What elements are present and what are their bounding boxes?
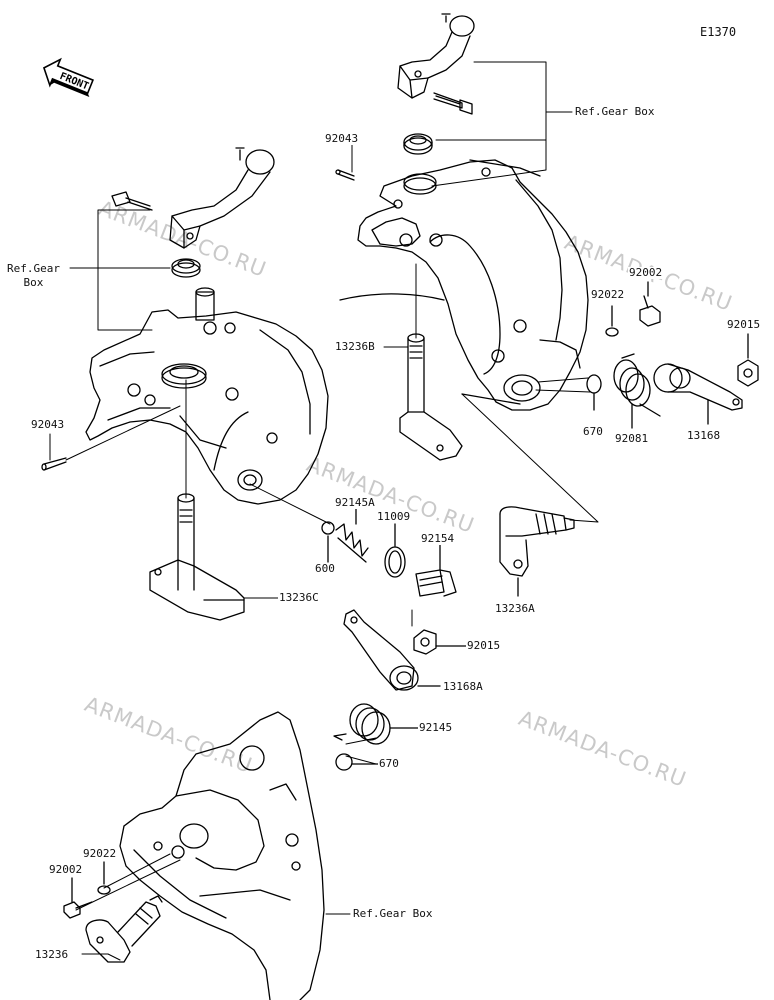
label-92002-right[interactable]: 92002 bbox=[628, 266, 664, 279]
label-92002-bottom[interactable]: 92002 bbox=[48, 863, 84, 876]
label-13236A[interactable]: 13236A bbox=[494, 602, 536, 615]
circlip-670-mid bbox=[335, 753, 379, 771]
lever-13168 bbox=[653, 363, 743, 425]
label-92022-right[interactable]: 92022 bbox=[590, 288, 626, 301]
label-92015-right[interactable]: 92015 bbox=[726, 318, 762, 331]
shaft-13236B bbox=[399, 333, 463, 461]
seal-top bbox=[403, 133, 433, 155]
pitman-arm-top bbox=[397, 13, 475, 99]
label-92145A[interactable]: 92145A bbox=[334, 496, 376, 509]
label-600[interactable]: 600 bbox=[314, 562, 336, 575]
leader-lines-left bbox=[49, 209, 331, 599]
bolt-left bbox=[111, 191, 153, 211]
front-arrow-icon: FRONT bbox=[42, 57, 94, 98]
label-13236[interactable]: 13236 bbox=[34, 948, 70, 961]
spring-92145 bbox=[333, 703, 419, 745]
gearbox-housing-bottom bbox=[119, 711, 325, 1000]
gearbox-housing-upper-right bbox=[339, 159, 589, 411]
seal-left bbox=[171, 258, 201, 278]
label-92043-left[interactable]: 92043 bbox=[30, 418, 66, 431]
label-92154[interactable]: 92154 bbox=[420, 532, 456, 545]
hardware-bottom bbox=[63, 861, 111, 919]
label-13168A[interactable]: 13168A bbox=[442, 680, 484, 693]
label-13236B[interactable]: 13236B bbox=[334, 340, 376, 353]
nut-92015-mid bbox=[413, 629, 467, 655]
lever-13236 bbox=[85, 895, 163, 963]
leader-lines-upper bbox=[351, 61, 599, 523]
bolt-top bbox=[433, 92, 473, 115]
lever-13168A bbox=[343, 609, 441, 691]
label-ref-gear-box-bottom[interactable]: Ref.Gear Box bbox=[352, 907, 434, 920]
label-13168[interactable]: 13168 bbox=[686, 429, 722, 442]
label-ref-gear-box-top[interactable]: Ref.Gear Box bbox=[574, 105, 656, 118]
lever-13236A bbox=[499, 506, 575, 597]
label-670-right[interactable]: 670 bbox=[582, 425, 604, 438]
label-13236C[interactable]: 13236C bbox=[278, 591, 320, 604]
shaft-13236C bbox=[149, 493, 245, 621]
ball-600 bbox=[321, 521, 335, 563]
dowel-pin-left bbox=[41, 457, 67, 471]
circlip-670-right bbox=[586, 374, 602, 411]
label-670-mid[interactable]: 670 bbox=[378, 757, 400, 770]
label-92043-top[interactable]: 92043 bbox=[324, 132, 360, 145]
leader-lines-lower bbox=[75, 609, 413, 961]
pitman-arm-left bbox=[169, 147, 275, 249]
label-92081[interactable]: 92081 bbox=[614, 432, 650, 445]
label-92015-mid[interactable]: 92015 bbox=[466, 639, 502, 652]
gearbox-housing-left bbox=[85, 287, 329, 505]
spring-92081 bbox=[613, 353, 661, 429]
dowel-pin-top bbox=[335, 169, 355, 181]
spring-92145A bbox=[335, 505, 369, 563]
label-11009[interactable]: 11009 bbox=[376, 510, 412, 523]
label-ref-gear-box-left[interactable]: Ref.Gear Box bbox=[6, 262, 61, 290]
plug-92154 bbox=[415, 541, 457, 597]
hardware-right bbox=[605, 281, 759, 387]
label-92022-bottom[interactable]: 92022 bbox=[82, 847, 118, 860]
label-92145[interactable]: 92145 bbox=[418, 721, 454, 734]
diagram-code: E1370 bbox=[700, 25, 737, 39]
oring-11009 bbox=[384, 523, 406, 578]
